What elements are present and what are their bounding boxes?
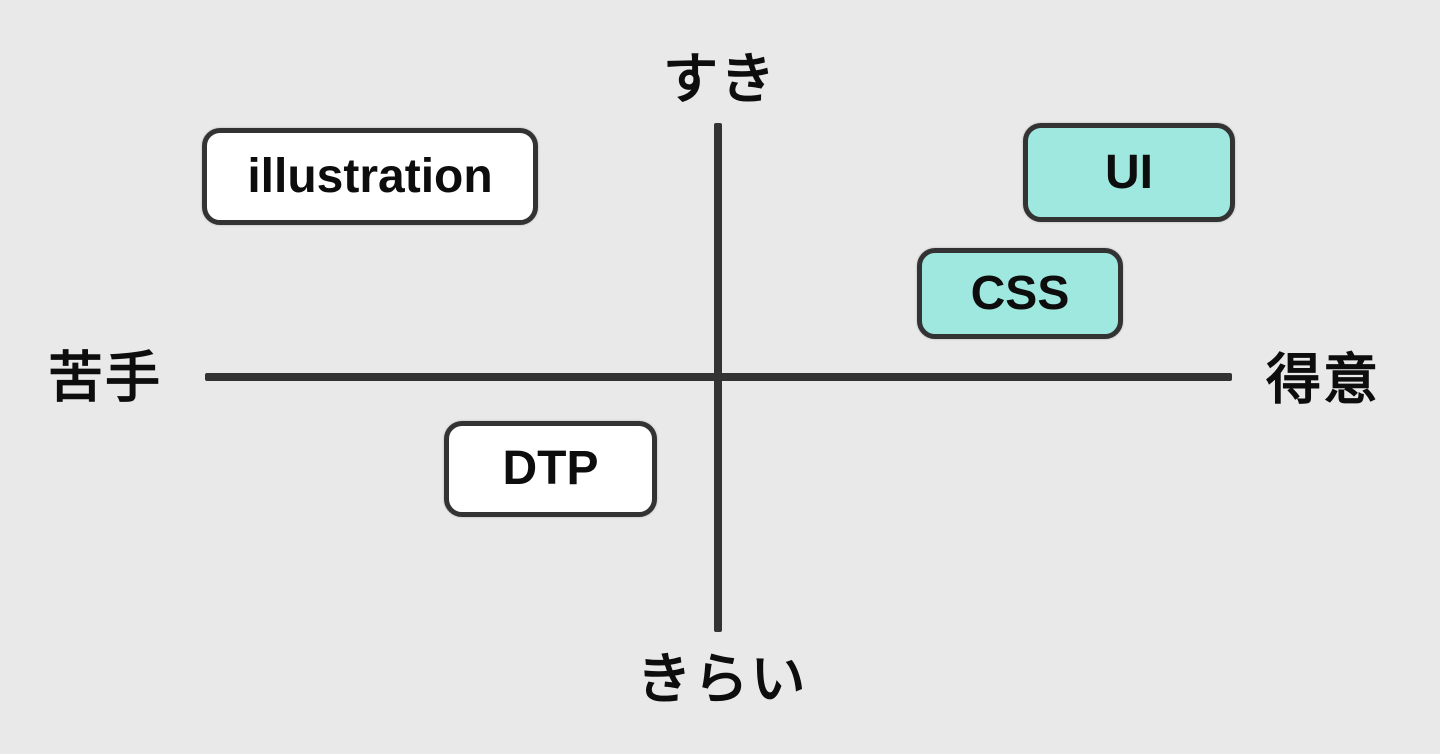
axis-label-like: すき xyxy=(662,48,778,110)
item-box-dtp: DTP xyxy=(444,421,657,517)
horizontal-axis-line xyxy=(205,373,1232,381)
axis-label-weak-at: 苦手 xyxy=(48,346,163,409)
item-box-illustration: illustration xyxy=(202,128,538,225)
item-box-css: CSS xyxy=(917,248,1123,339)
item-box-ui: UI xyxy=(1023,123,1235,222)
axis-label-good-at: 得意 xyxy=(1266,348,1381,411)
axis-label-dislike: きらい xyxy=(636,648,808,710)
